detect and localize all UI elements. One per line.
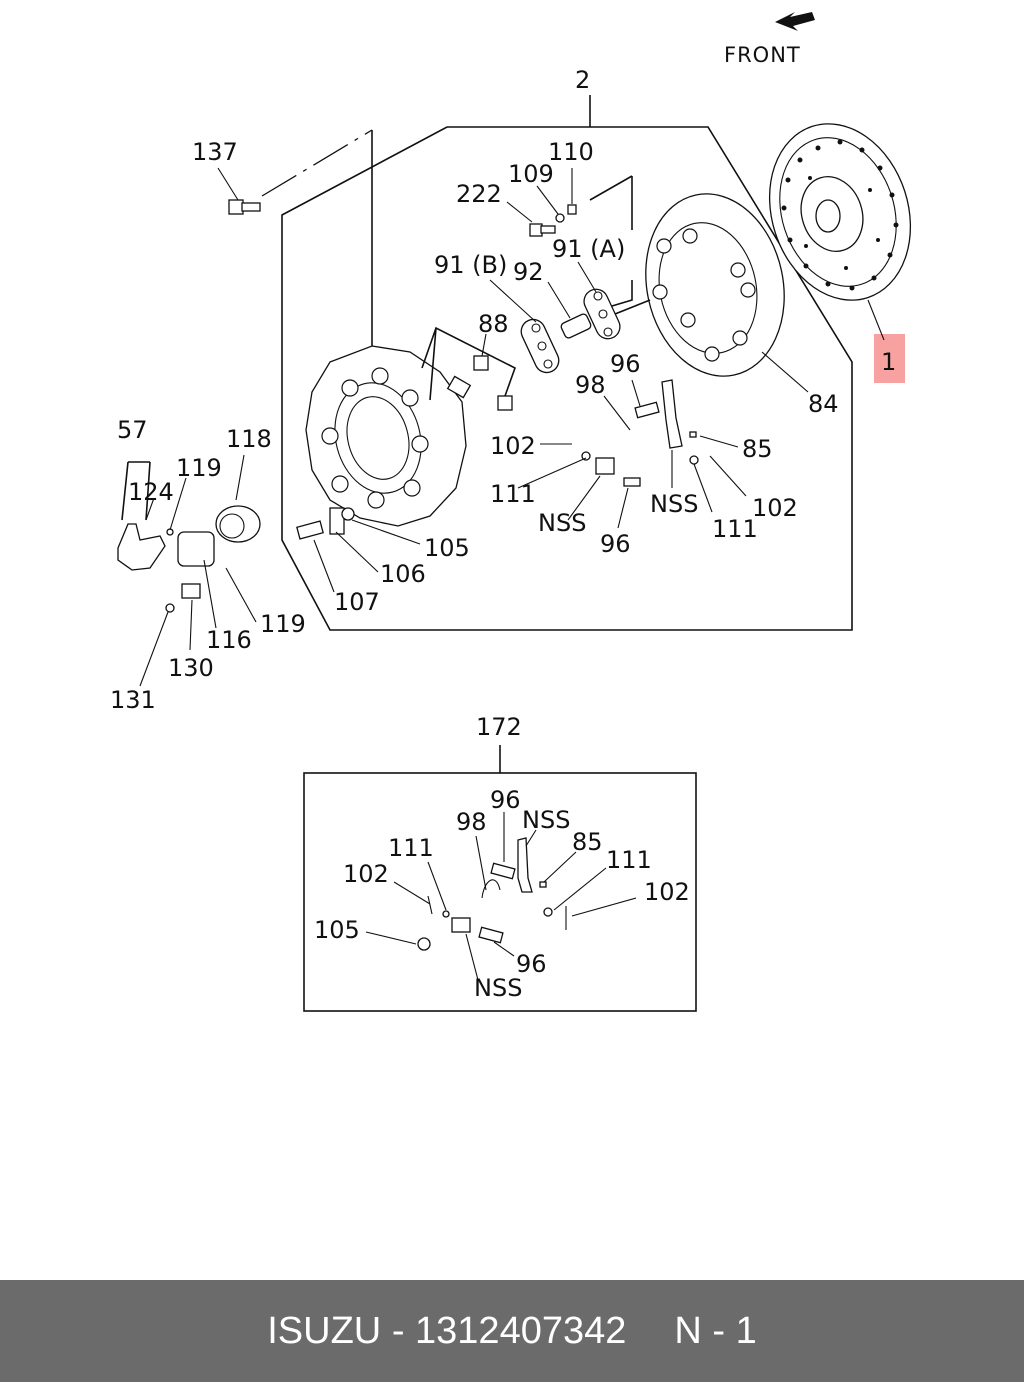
nut-105	[341, 507, 355, 521]
callout-116: 116	[206, 626, 252, 654]
callout-118: 118	[226, 425, 272, 453]
inset-callout-nss-upper: NSS	[522, 806, 570, 834]
callout-107: 107	[334, 588, 380, 616]
callout-105: 105	[424, 534, 470, 562]
callout-57: 57	[117, 416, 148, 444]
callout-111-right: 111	[712, 515, 758, 543]
callout-85: 85	[742, 435, 773, 463]
callout-84: 84	[808, 390, 839, 418]
callout-124: 124	[128, 478, 174, 506]
strap-91a	[583, 288, 621, 340]
callout-130: 130	[168, 654, 214, 682]
inset-callout-85: 85	[572, 828, 603, 856]
callout-nss-right: NSS	[650, 490, 698, 518]
callout-109: 109	[508, 160, 554, 188]
clutch-cover-assembly-frame	[281, 95, 853, 631]
pressure-plate	[645, 193, 785, 377]
release-lever	[581, 379, 699, 487]
callout-110: 110	[548, 138, 594, 166]
callout-91b: 91 (B)	[434, 251, 507, 279]
inset-parts	[417, 837, 567, 951]
strap-91b	[520, 318, 560, 374]
front-label: FRONT	[724, 43, 801, 67]
clutch-disc	[768, 123, 912, 301]
inset-172-frame	[303, 745, 697, 1012]
callout-102-right: 102	[752, 494, 798, 522]
footer-brand: ISUZU	[267, 1309, 382, 1352]
callout-119-lower: 119	[260, 610, 306, 638]
inset-callout-102-right: 102	[644, 878, 690, 906]
plate-106	[329, 507, 345, 535]
callout-137: 137	[192, 138, 238, 166]
bolt-130	[181, 583, 201, 599]
part-1-highlight	[874, 334, 905, 383]
fork-57	[117, 523, 166, 571]
bearing-118	[215, 505, 261, 543]
callout-88: 88	[478, 310, 509, 338]
inset-callout-111-right: 111	[606, 846, 652, 874]
callout-91a: 91 (A)	[552, 235, 625, 263]
nut-110	[567, 204, 577, 215]
callout-92: 92	[513, 258, 544, 286]
spring-92	[560, 313, 592, 339]
callout-131: 131	[110, 686, 156, 714]
callout-1: 1	[881, 348, 896, 376]
footer-bar: ISUZU - 1312407342 N - 1	[0, 1280, 1024, 1382]
callout-106: 106	[380, 560, 426, 588]
callout-nss-left: NSS	[538, 509, 586, 537]
bolt-222	[529, 223, 556, 237]
callout-172: 172	[476, 713, 522, 741]
callout-2: 2	[575, 66, 590, 94]
clip-131	[165, 603, 175, 613]
footer-page: N - 1	[674, 1309, 757, 1352]
inset-callout-111-left: 111	[388, 834, 434, 862]
callout-96-lower: 96	[600, 530, 631, 558]
washer-109	[555, 213, 565, 223]
clutch-cover	[305, 345, 467, 527]
callout-102-left: 102	[490, 432, 536, 460]
callout-222: 222	[456, 180, 502, 208]
callout-98: 98	[575, 371, 606, 399]
footer-dash: -	[391, 1309, 405, 1352]
sleeve-116	[177, 531, 215, 567]
exploded-parts-diagram: FRONT	[110, 12, 912, 1012]
inset-callout-105: 105	[314, 916, 360, 944]
inset-callout-102-left: 102	[343, 860, 389, 888]
nut-88	[446, 355, 513, 411]
bolt-107	[296, 520, 324, 540]
inset-callout-nss-lower: NSS	[474, 974, 522, 1002]
inset-callout-96-lower: 96	[516, 950, 547, 978]
front-arrow-icon	[775, 12, 815, 31]
inset-callout-98: 98	[456, 808, 487, 836]
inset-callout-96-upper: 96	[490, 786, 521, 814]
callout-111-left: 111	[490, 480, 536, 508]
callout-96-upper: 96	[610, 350, 641, 378]
bolt-137	[228, 199, 261, 215]
footer-part-number: 1312407342	[415, 1309, 627, 1352]
callout-119-upper: 119	[176, 454, 222, 482]
